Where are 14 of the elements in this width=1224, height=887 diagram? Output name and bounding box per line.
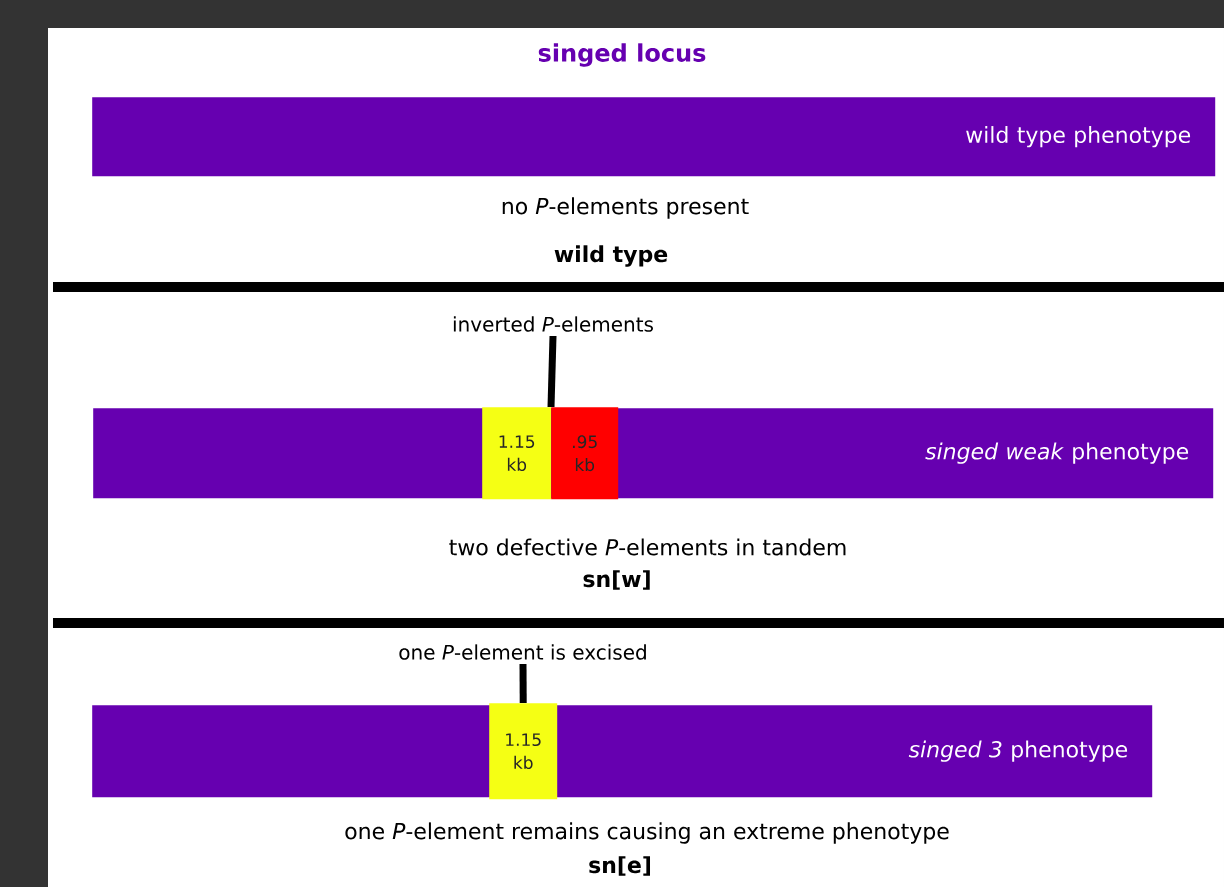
title: singed locus xyxy=(538,43,706,67)
leader-line xyxy=(547,335,557,408)
description-text: two defective P-elements in tandem xyxy=(449,538,846,556)
genotype-label: sn[e] xyxy=(589,856,650,876)
callout-text: one P-element is excised xyxy=(399,644,646,660)
description-text: one P-element remains causing an extreme phenotype xyxy=(345,822,949,844)
callout-text: inverted P-elements xyxy=(453,316,653,332)
p-element-box: .95 kb xyxy=(551,407,619,500)
description-text: no P-elements present xyxy=(502,197,749,219)
genotype-label: wild type xyxy=(554,245,668,267)
gene-bar: wild type phenotype xyxy=(92,97,1216,177)
p-element-box: 1.15 kb xyxy=(489,703,558,800)
genotype-label: sn[w] xyxy=(583,570,650,590)
p-element-box: 1.15 kb xyxy=(482,407,552,500)
